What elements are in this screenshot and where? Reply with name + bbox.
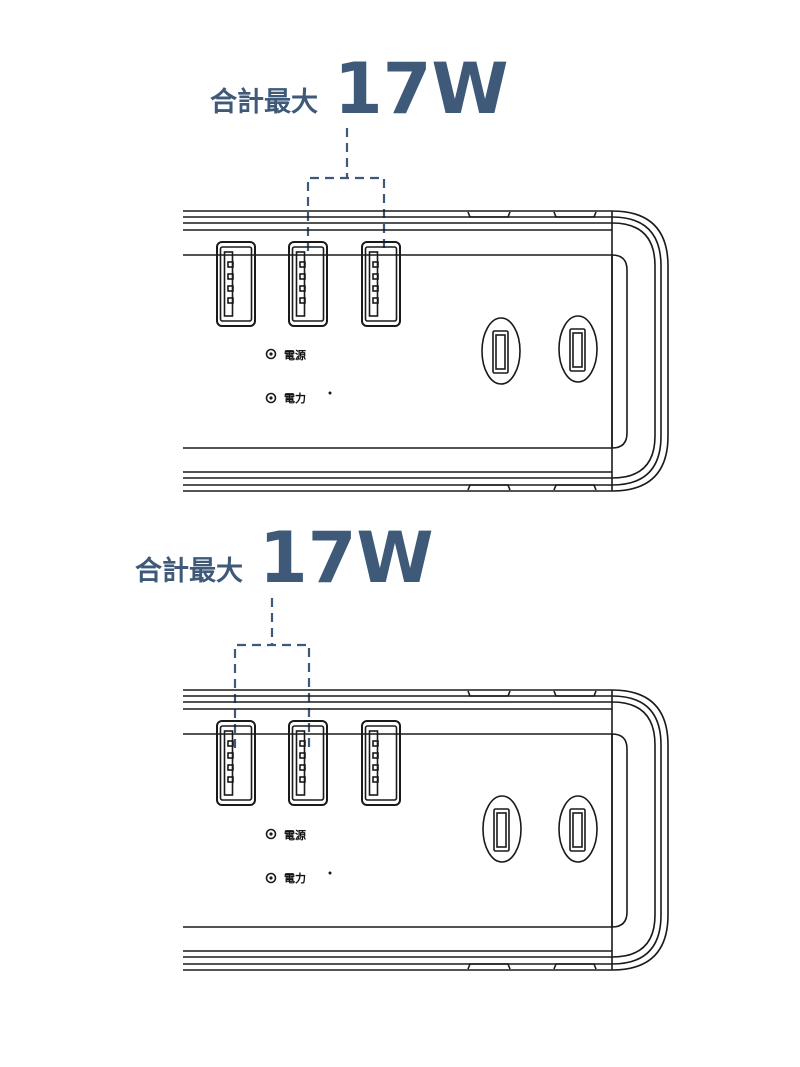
- wattage-indicator-label: 電力: [284, 391, 306, 405]
- callout-prefix: 合計最大: [135, 555, 243, 587]
- power-indicator: 電源: [265, 828, 306, 842]
- panel-bottom: 合計最大 17W: [135, 517, 669, 971]
- usb-port-2: [288, 720, 328, 806]
- callout-prefix: 合計最大: [210, 86, 318, 118]
- ac-outlet-1: [481, 317, 521, 385]
- callout-value: 17W: [259, 517, 434, 599]
- ac-outlet-2: [558, 795, 598, 863]
- power-indicator: 電源: [265, 348, 306, 362]
- wattage-indicator: 電力: [265, 391, 332, 405]
- ac-outlet-2: [558, 315, 598, 383]
- power-indicator-label: 電源: [284, 828, 306, 842]
- usb-port-1: [216, 241, 256, 327]
- usb-port-3: [361, 241, 401, 327]
- usb-bracket: [306, 128, 386, 251]
- ac-outlet-1: [482, 795, 522, 863]
- panel-top: 合計最大 17W: [183, 48, 669, 492]
- power-indicator-label: 電源: [284, 348, 306, 362]
- usb-port-3: [361, 720, 401, 806]
- power-strip-body: [183, 689, 669, 971]
- power-strip-body: [183, 210, 669, 492]
- wattage-indicator: 電力: [265, 871, 332, 885]
- usb-port-2: [288, 241, 328, 327]
- usb-port-1: [216, 720, 256, 806]
- callout-value: 17W: [334, 48, 509, 130]
- wattage-indicator-label: 電力: [284, 871, 306, 885]
